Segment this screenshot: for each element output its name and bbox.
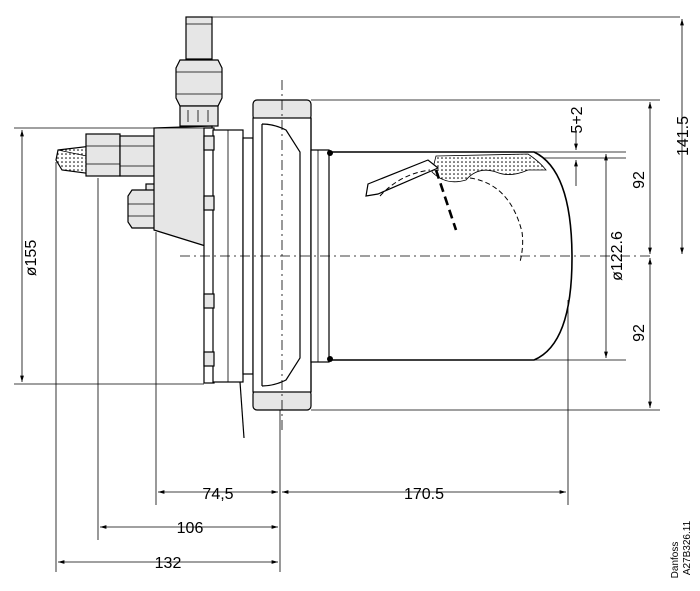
dim-diameter-122-6: ø122.6 — [609, 231, 626, 281]
brand-drawing-code: A27B326.11 — [682, 520, 693, 575]
dim-offset-5-2: 5+2 — [569, 106, 586, 133]
dim-width-170-5: 170.5 — [404, 486, 444, 503]
dim-width-106: 106 — [177, 520, 204, 537]
dim-width-132: 132 — [155, 555, 182, 572]
dim-height-141-5: 141.5 — [675, 116, 692, 156]
cylinder-housing — [327, 150, 573, 362]
dim-height-92-top: 92 — [631, 171, 648, 189]
dim-diameter-155: ø155 — [23, 240, 40, 277]
dim-height-92-bottom: 92 — [631, 324, 648, 342]
flange-cover — [252, 99, 330, 411]
vertical-valve-stem — [175, 16, 223, 127]
brand-company: Danfoss — [670, 542, 681, 579]
dimension-lines — [20, 19, 684, 564]
valve-body — [153, 125, 254, 439]
center-lines — [180, 80, 650, 430]
dim-width-74-5: 74,5 — [202, 486, 233, 503]
extension-lines — [14, 16, 680, 572]
horizontal-pipe-fitting — [55, 133, 155, 177]
